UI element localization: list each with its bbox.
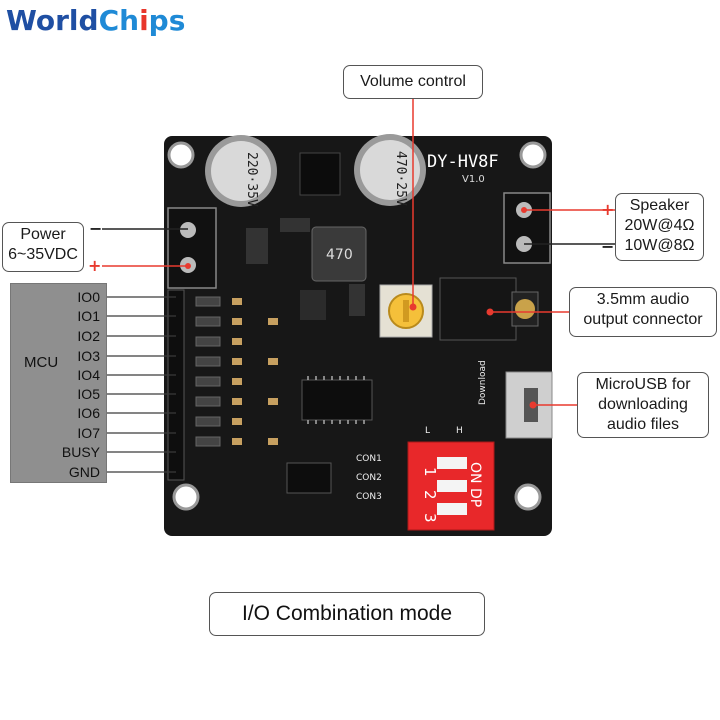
mode-label: I/O Combination mode [209, 592, 485, 636]
power-plus-dot [185, 263, 191, 269]
callout-audio-connector: 3.5mm audio output connector [569, 287, 717, 337]
speaker-minus-sign: − [601, 237, 614, 256]
capacitor-220uf: 220·35V [205, 135, 277, 207]
callout-usb-line2: downloading [598, 396, 688, 413]
smd-component [280, 218, 310, 232]
callout-power-line1: Power [20, 226, 66, 243]
capacitor2-text: 470·25V [393, 151, 408, 206]
smd-component [246, 228, 268, 264]
callout-speaker-line1: Speaker [629, 197, 690, 214]
pin-label-io0: IO0 [77, 289, 100, 305]
main-ic [301, 376, 373, 424]
logo-letter-i: i [139, 4, 149, 37]
con3-label: CON3 [356, 492, 382, 502]
callout-volume-control: Volume control [343, 65, 483, 99]
audio-pointer-dot [486, 308, 494, 316]
mcu-label: MCU [24, 354, 59, 371]
h-label: H [456, 426, 463, 436]
power-plus-sign: + [88, 256, 101, 275]
con1-label: CON1 [356, 454, 382, 464]
audio-jack [439, 277, 539, 341]
callout-power-line2: 6~35VDC [8, 246, 78, 263]
pin-label-io4: IO4 [77, 367, 100, 383]
diode [349, 284, 365, 316]
callout-audio-line2: output connector [583, 311, 703, 328]
inductor [311, 226, 367, 282]
dip-switch: ON DP 1 2 3 [407, 441, 495, 531]
dip-number-2: 2 [421, 490, 439, 500]
callout-microusb: MicroUSB for downloading audio files [577, 372, 709, 438]
usb-pointer-dot [529, 401, 537, 409]
dip-number-3: 3 [421, 513, 439, 523]
pin-label-busy: BUSY [61, 444, 100, 460]
callout-speaker: Speaker 20W@4Ω 10W@8Ω [615, 193, 704, 261]
pin-label-gnd: GND [68, 464, 100, 480]
mcu-block [10, 283, 107, 483]
top-ic [299, 152, 341, 196]
speaker-plus-sign: + [601, 200, 614, 219]
inductor-label: 470 [326, 247, 353, 263]
power-minus-sign: − [89, 219, 102, 238]
mcu-pin-lines [104, 296, 176, 473]
callout-speaker-line2: 20W@4Ω [624, 217, 695, 234]
logo-word-ps: ps [148, 4, 186, 37]
download-label: Download [478, 360, 488, 405]
resistor-array [195, 296, 221, 447]
pin-label-io7: IO7 [77, 425, 100, 441]
volume-pointer-dot [409, 303, 417, 311]
logo-word-ch: Ch [98, 4, 140, 37]
pin-label-io2: IO2 [77, 328, 100, 344]
l-label: L [425, 426, 430, 436]
board-model: DY-HV8F [427, 152, 499, 172]
capacitor-470uf: 470·25V [354, 134, 426, 206]
board-version: V1.0 [462, 174, 485, 185]
dip-header: ON DP [467, 462, 483, 507]
callout-speaker-line3: 10W@8Ω [624, 237, 695, 254]
callout-audio-line1: 3.5mm audio [596, 291, 690, 308]
callout-power: Power 6~35VDC [2, 222, 84, 272]
mounting-holes [167, 141, 547, 511]
power-terminal [167, 207, 217, 289]
pin-label-io1: IO1 [77, 308, 100, 324]
callout-usb-line3: audio files [606, 416, 680, 433]
pin-label-io5: IO5 [77, 386, 100, 402]
pin-label-io3: IO3 [77, 348, 100, 364]
regulator [300, 290, 326, 320]
volume-potentiometer [379, 284, 433, 338]
capacitor1-text: 220·35V [244, 152, 259, 207]
logo-word-world: World [6, 4, 99, 37]
smd-caps [232, 298, 278, 445]
pin-label-io6: IO6 [77, 405, 100, 421]
con2-label: CON2 [356, 473, 382, 483]
world-chips-logo: WorldChips [6, 4, 185, 37]
flash-ic [286, 462, 332, 494]
speaker-terminal [503, 192, 551, 264]
dip-number-1: 1 [421, 467, 439, 477]
speaker-plus-dot [521, 207, 527, 213]
callout-usb-line1: MicroUSB for [595, 376, 691, 393]
